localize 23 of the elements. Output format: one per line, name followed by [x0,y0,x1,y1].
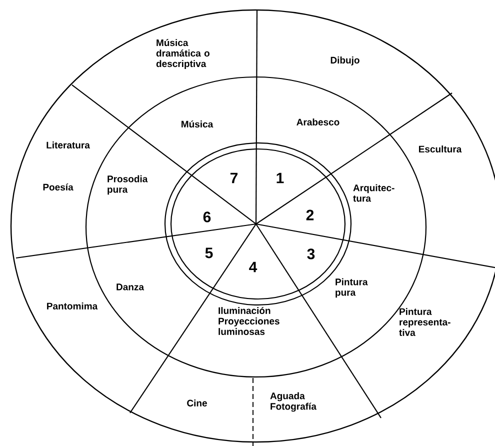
sector-number: 1 [276,172,284,184]
sector-label: Cine [187,400,207,406]
sector-label: Danza [116,284,144,290]
sector-label: Pintura pura [336,278,368,298]
sector-label: Literatura [46,142,90,148]
sector-label: Música dramática o descriptiva [156,39,210,69]
sector-label: Arabesco [296,118,340,126]
sector-label: Pantomima [47,302,98,310]
sector-number: 3 [307,248,315,260]
sector-label: Prosodia pura [108,175,148,195]
sector-label: Dibujo [330,56,360,66]
sector-label: Música [182,120,214,128]
sector-label: Iluminación Proyecciones luminosas [218,306,280,336]
sector-number: 5 [205,248,213,258]
sector-number: 2 [306,210,314,220]
sector-number: 7 [230,172,238,184]
sector-number: 4 [249,262,258,272]
sector-label: Poesía [43,183,74,191]
sector-label: Pintura representa- tiva [399,308,450,336]
sector-label: Arquitec- tura [353,184,394,202]
sector-number: 6 [203,212,211,222]
sector-label: Aguada Fotografía [270,392,317,412]
sector-label: Escultura [419,146,462,152]
